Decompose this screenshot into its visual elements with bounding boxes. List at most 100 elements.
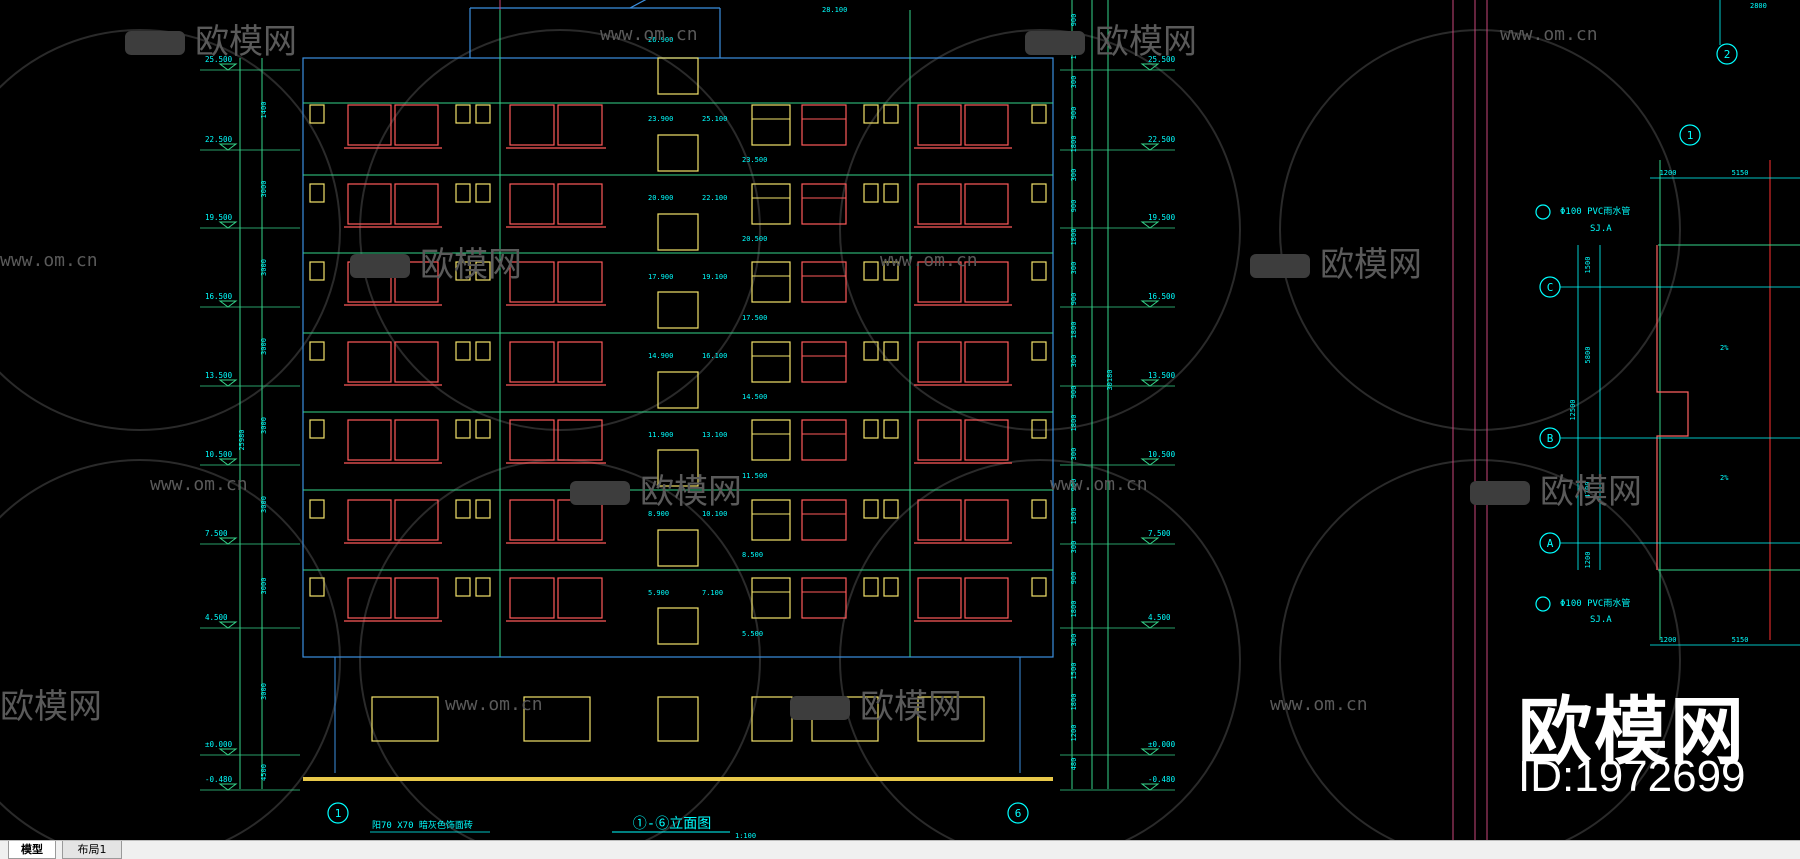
dim-label-left: 3000 [260,338,268,355]
stair-level-label: 26.900 [648,36,673,44]
axis-bubble-6 [1007,802,1029,824]
window-left-leaf [347,104,392,146]
watermark-url-text: www.om.cn [600,24,698,45]
stair-level-label: 10.100 [702,510,727,518]
dim-label-right: 1800 [1070,322,1078,339]
dim-label-left: 3000 [260,683,268,700]
dim-label-right: 1800 [1070,601,1078,618]
stair-level-label: 11.900 [648,431,673,439]
window-right-leaf [557,183,603,225]
stair-level-label: 25.100 [702,115,727,123]
stair-window [657,291,699,329]
dim-total-left: 25980 [238,429,246,450]
level-marker [218,221,238,229]
small-window [475,341,491,361]
watermark-logo-text: 欧模网 [1540,472,1642,512]
small-window [883,419,899,439]
watermark-logo-mark [790,696,850,720]
window-left-leaf [509,419,555,461]
watermark-arc [0,459,341,840]
section-axis-1: 1 [1687,129,1694,142]
section-axis-2: 2 [1724,48,1731,61]
stair-level-label: 13.100 [702,431,727,439]
small-window [863,341,879,361]
watermark-url-text: www.om.cn [880,250,978,271]
window-left-leaf [509,104,555,146]
small-window [455,104,471,124]
pipe-bubble [1535,204,1551,220]
small-window [475,183,491,203]
ground-window [371,696,439,742]
tab-layout1[interactable]: 布局1 [62,841,122,859]
window [751,419,791,461]
dim-bottom-1: 1200 [1660,636,1677,644]
stair-window [657,134,699,172]
small-window [883,104,899,124]
dim-label-right: 300 [1070,76,1078,89]
dim-label-right: 300 [1070,169,1078,182]
stair-window-top [657,57,699,95]
level-label-right: ±0.000 [1148,740,1176,749]
small-window [863,183,879,203]
level-marker [1140,783,1160,791]
level-marker [1140,748,1160,756]
dim-label-left: 4500 [260,764,268,781]
brand-logo-text: 欧模网 [1518,689,1746,775]
level-label-left: 13.500 [205,371,233,380]
stair-level-label: 16.100 [702,352,727,360]
watermark-arc [839,459,1241,840]
dim-left-section: 4700 [1584,482,1592,499]
level-marker [1140,458,1160,466]
small-window [455,499,471,519]
ground-window [657,696,699,742]
pipe-sub-top: SJ.A [1590,224,1612,234]
dim-label-left: 3000 [260,578,268,595]
small-window [883,183,899,203]
small-window [1031,499,1047,519]
watermark-logo-text: 欧模网 [860,687,962,727]
dim-label-right: 300 [1070,262,1078,275]
dim-label-right: 300 [1070,634,1078,647]
stair-level-label: 20.500 [742,235,767,243]
watermark-logo-mark [350,254,410,278]
watermark-arc [1279,29,1681,431]
window [751,183,791,225]
watermark-logo-text: 欧模网 [1095,22,1197,62]
axis-bubble-2-section [1716,43,1738,65]
stair-level-label: 11.500 [742,472,767,480]
section-axis-C: C [1547,281,1554,294]
watermark-url-text: www.om.cn [1500,24,1598,45]
watermark-arc [839,29,1241,431]
level-label-right: 22.500 [1148,135,1176,144]
window-right-leaf [557,419,603,461]
window [801,104,847,146]
small-window [1031,577,1047,597]
small-window [863,577,879,597]
small-window [1031,341,1047,361]
window-right-leaf [964,104,1009,146]
window-right-leaf [394,499,439,541]
level-marker [218,379,238,387]
level-marker [218,63,238,71]
window-right-leaf [557,577,603,619]
level-label-right: 16.500 [1148,292,1176,301]
level-marker [218,458,238,466]
window-right-leaf [394,341,439,383]
level-label-left: 22.500 [205,135,233,144]
tab-model[interactable]: 模型 [8,841,56,859]
small-window [475,419,491,439]
level-marker [218,143,238,151]
watermark-logo-mark [1025,31,1085,55]
dim-label-right: 900 [1070,200,1078,213]
level-label-left: 7.500 [205,529,228,538]
window-left-leaf [509,261,555,303]
stair-level-label: 14.900 [648,352,673,360]
window [801,499,847,541]
window-left-leaf [917,341,962,383]
level-marker [1140,63,1160,71]
level-label-left: 16.500 [205,292,233,301]
dim-top-1: 1200 [1660,169,1677,177]
stair-window [657,449,699,487]
watermark-logo-text: 欧模网 [0,687,102,727]
